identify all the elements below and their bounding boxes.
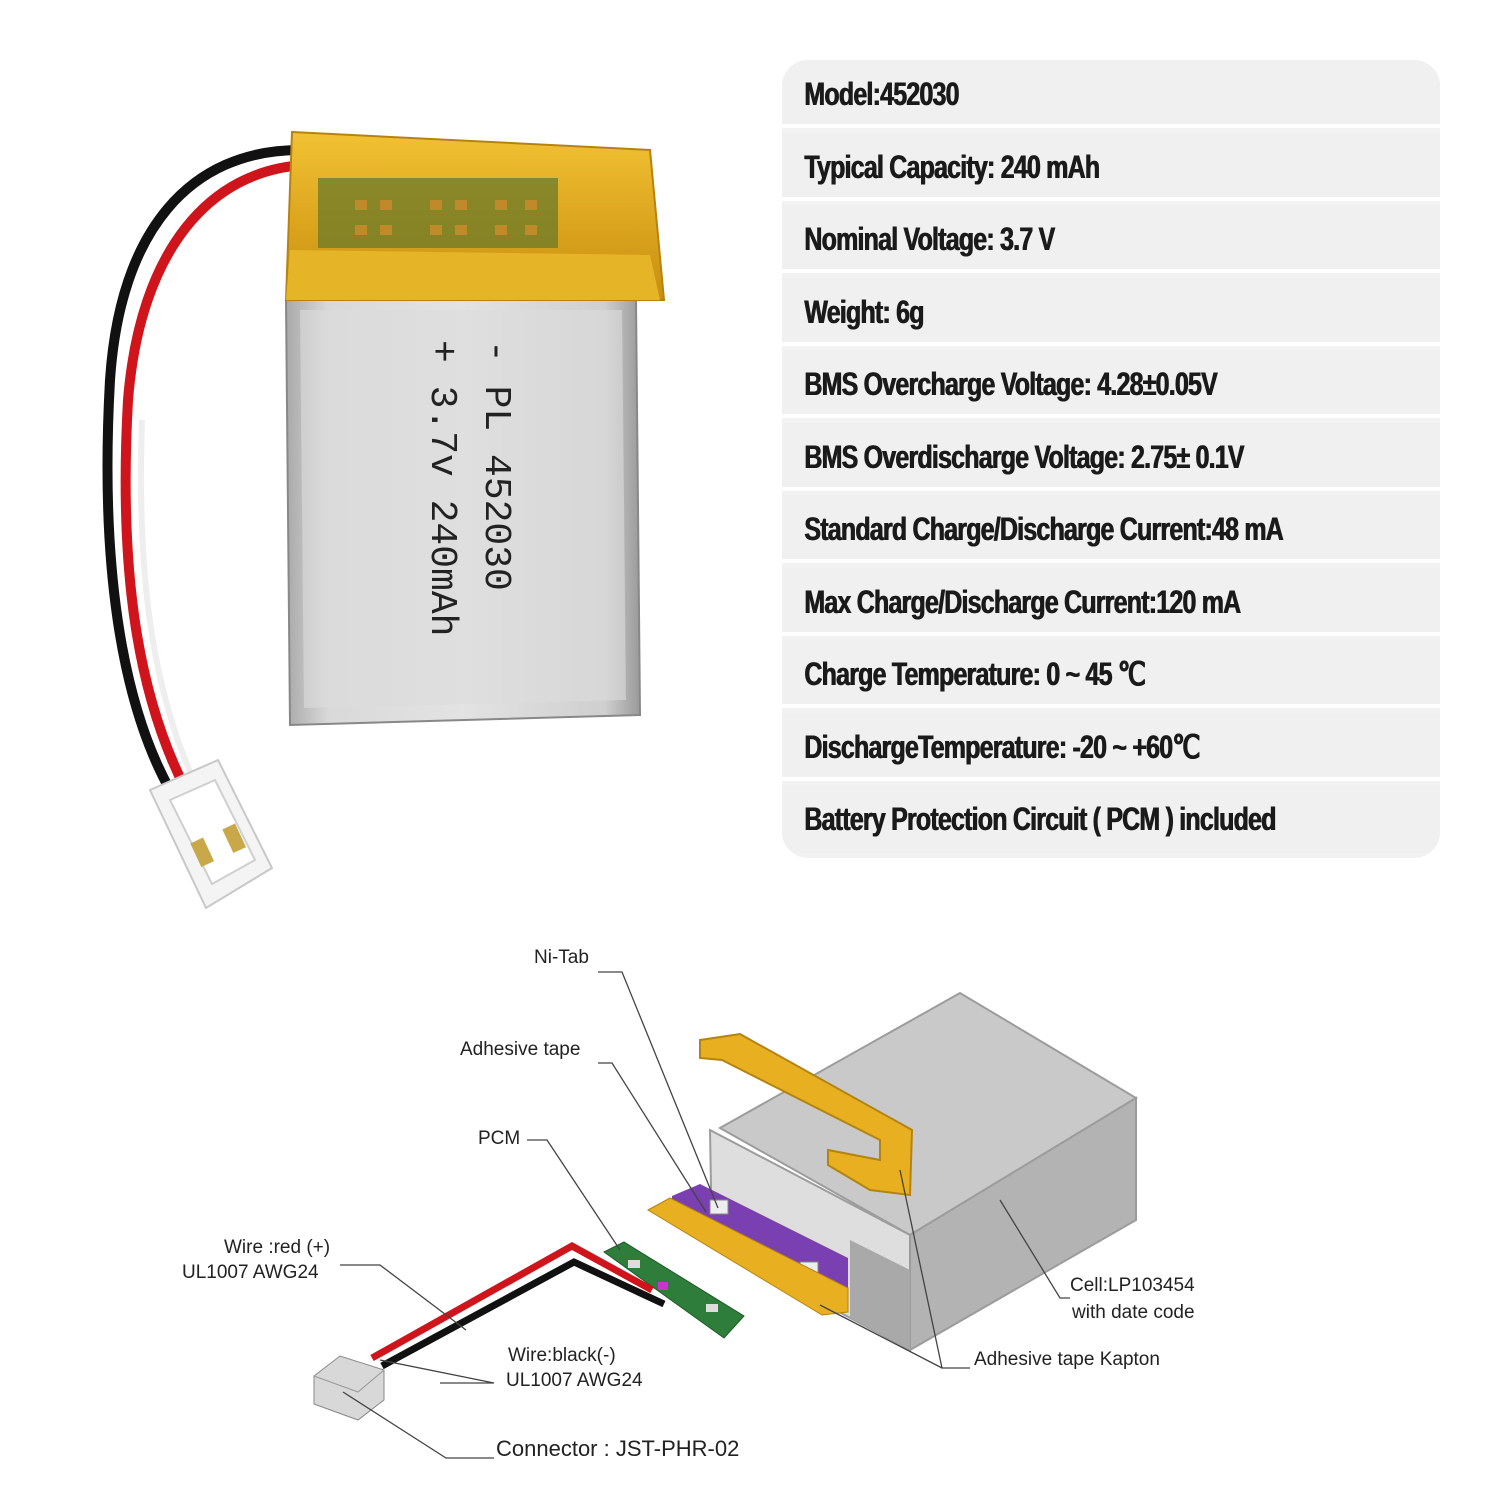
spec-row: Weight: 6g xyxy=(782,277,1440,346)
spec-text: Charge Temperature: 0 ~ 45 ℃ xyxy=(804,656,1146,692)
top-kapton-tape xyxy=(699,1032,914,1197)
spec-row: BMS Overcharge Voltage: 4.28±0.05V xyxy=(782,350,1440,418)
cell-body xyxy=(708,991,1138,1352)
leader-lines xyxy=(340,971,1070,1459)
battery-print-line2: + 3.7v 240mAh xyxy=(420,340,463,636)
label-pcm: PCM xyxy=(478,1128,520,1149)
spec-text: Nominal Voltage: 3.7 V xyxy=(804,221,1055,257)
pcm-board xyxy=(603,1241,745,1339)
battery-body xyxy=(284,299,642,727)
spec-row: Standard Charge/Discharge Current:48 mA xyxy=(782,495,1440,563)
spec-row: Model:452030 xyxy=(782,60,1440,128)
spec-text: Battery Protection Circuit ( PCM ) inclu… xyxy=(804,801,1276,837)
spec-row: Max Charge/Discharge Current:120 mA xyxy=(782,567,1440,636)
battery-photo: - PL 452030 + 3.7v 240mAh xyxy=(102,130,666,910)
spec-text: Typical Capacity: 240 mAh xyxy=(804,148,1100,185)
kapton-strip xyxy=(646,1197,849,1316)
diagram-wires xyxy=(370,1241,666,1370)
label-ni-tab: Ni-Tab xyxy=(534,947,589,968)
label-wire-red: Wire :red (+) xyxy=(224,1237,330,1258)
spec-text: BMS Overcharge Voltage: 4.28±0.05V xyxy=(804,366,1217,402)
spec-row: DischargeTemperature: -20 ~ +60℃ xyxy=(782,712,1440,781)
label-adhesive-tape: Adhesive tape xyxy=(460,1039,580,1060)
spec-text: Model:452030 xyxy=(804,76,959,112)
spec-row: Typical Capacity: 240 mAh xyxy=(782,132,1440,201)
spec-text: Weight: 6g xyxy=(804,293,924,330)
battery-print: - PL 452030 + 3.7v 240mAh xyxy=(420,340,517,636)
spec-text: Max Charge/Discharge Current:120 mA xyxy=(804,583,1241,620)
label-connector: Connector : JST-PHR-02 xyxy=(496,1436,739,1461)
label-wire-red-spec: UL1007 AWG24 xyxy=(182,1262,319,1283)
battery-print-line1: - PL 452030 xyxy=(474,340,517,591)
diagram-connector xyxy=(313,1355,385,1421)
kapton-top xyxy=(284,130,666,301)
spec-text: Standard Charge/Discharge Current:48 mA xyxy=(804,511,1283,547)
spec-row: Charge Temperature: 0 ~ 45 ℃ xyxy=(782,640,1440,708)
label-wire-black-spec: UL1007 AWG24 xyxy=(506,1370,643,1391)
label-wire-black: Wire:black(-) xyxy=(508,1345,616,1366)
label-kapton: Adhesive tape Kapton xyxy=(974,1349,1160,1370)
spec-row: Battery Protection Circuit ( PCM ) inclu… xyxy=(782,785,1440,853)
spec-row: Nominal Voltage: 3.7 V xyxy=(782,205,1440,273)
exploded-diagram: Ni-Tab Adhesive tape PCM Wire :red (+) U… xyxy=(182,947,1195,1461)
spec-text: DischargeTemperature: -20 ~ +60℃ xyxy=(804,728,1200,765)
label-cell-note: with date code xyxy=(1071,1302,1195,1323)
spec-row: BMS Overdischarge Voltage: 2.75± 0.1V xyxy=(782,422,1440,491)
spec-text: BMS Overdischarge Voltage: 2.75± 0.1V xyxy=(804,438,1244,475)
label-cell: Cell:LP103454 xyxy=(1070,1275,1195,1296)
battery-wires xyxy=(102,145,306,793)
jst-connector xyxy=(148,758,274,910)
